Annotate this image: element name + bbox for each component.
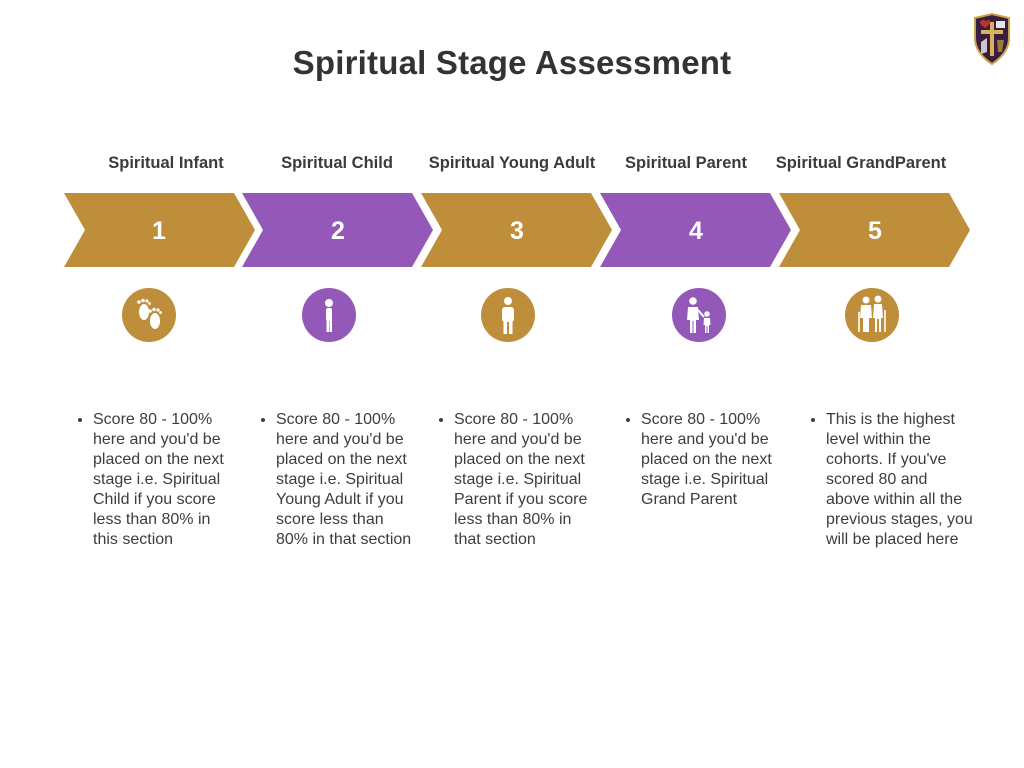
description-item: Score 80 - 100% here and you'd be placed… [454, 409, 598, 550]
description-item: Score 80 - 100% here and you'd be placed… [641, 409, 785, 510]
description-item: This is the highest level within the coh… [826, 409, 973, 550]
stage-label-child: Spiritual Child [281, 154, 393, 172]
description-item: Score 80 - 100% here and you'd be placed… [276, 409, 420, 550]
stage-arrow-2 [242, 193, 433, 267]
crest-shield-logo-icon [971, 12, 1013, 66]
young-adult-icon [481, 288, 535, 342]
stage-arrow-4 [600, 193, 791, 267]
page-title: Spiritual Stage Assessment [292, 44, 732, 81]
stage-arrow-3 [421, 193, 612, 267]
stage-number-3: 3 [510, 217, 524, 245]
stage-description-2: Score 80 - 100% here and you'd be placed… [258, 409, 420, 550]
stage-arrow-1 [64, 193, 255, 267]
stage-label-grandparent: Spiritual GrandParent [775, 154, 947, 172]
description-item: Score 80 - 100% here and you'd be placed… [93, 409, 237, 550]
stage-number-4: 4 [689, 217, 703, 245]
stage-description-4: Score 80 - 100% here and you'd be placed… [623, 409, 785, 510]
stage-label-young-adult: Spiritual Young Adult [428, 154, 596, 172]
parent-and-child-icon [672, 288, 726, 342]
stage-number-5: 5 [868, 217, 882, 245]
stage-number-2: 2 [331, 217, 345, 245]
stage-description-3: Score 80 - 100% here and you'd be placed… [436, 409, 598, 550]
stage-label-parent: Spiritual Parent [625, 154, 747, 172]
stage-description-1: Score 80 - 100% here and you'd be placed… [75, 409, 237, 550]
stage-description-5: This is the highest level within the coh… [808, 409, 973, 550]
baby-footprints-icon [122, 288, 176, 342]
stage-number-1: 1 [152, 217, 166, 245]
child-icon [302, 288, 356, 342]
stage-arrow-5 [779, 193, 970, 267]
stage-label-infant: Spiritual Infant [108, 154, 224, 172]
elderly-couple-icon [845, 288, 899, 342]
